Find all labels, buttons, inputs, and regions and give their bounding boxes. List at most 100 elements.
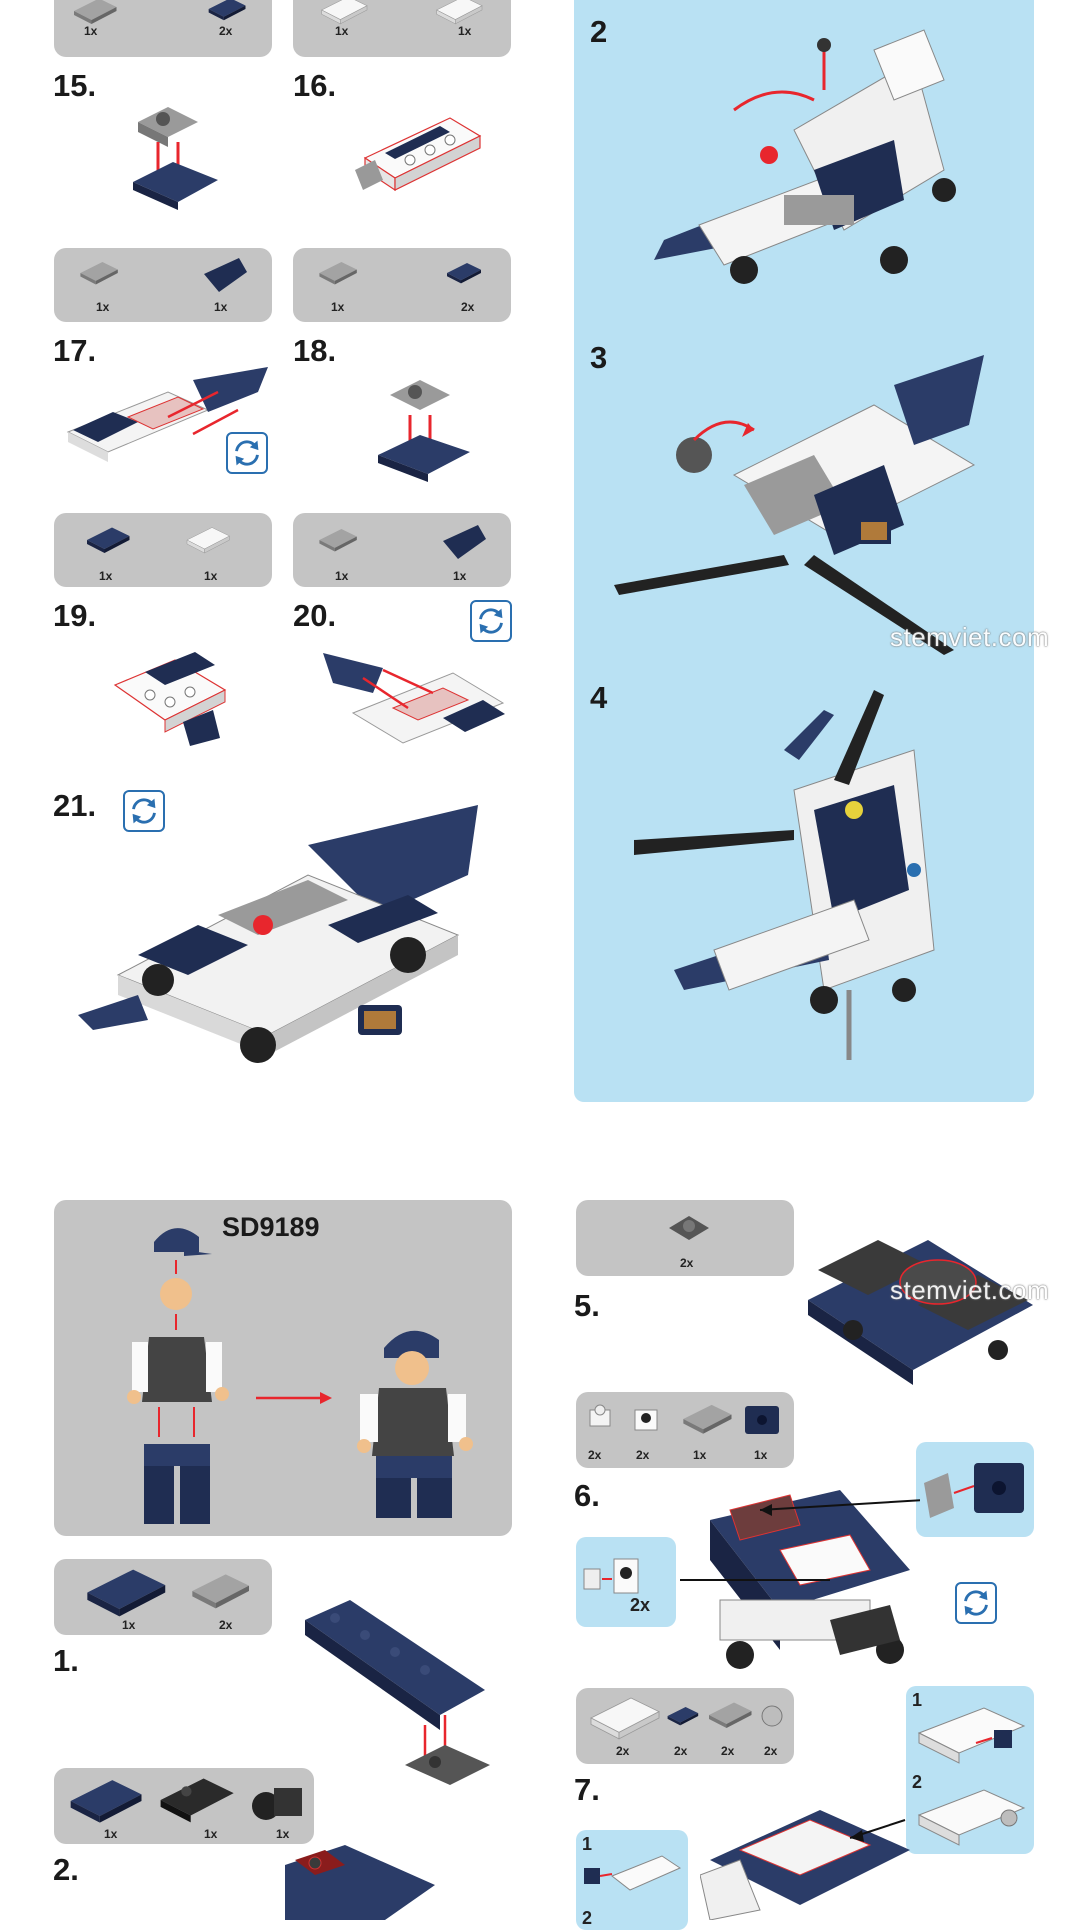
- parts-box-7: 2x 2x 2x 2x: [576, 1688, 794, 1764]
- rotate-icon: [226, 432, 268, 474]
- sub-assembly-6a: [916, 1442, 1034, 1537]
- transform-panel: 2 3 stemviet.com 4: [574, 0, 1049, 1102]
- step-number: 16.: [293, 68, 337, 103]
- step-number: 1.: [53, 1643, 79, 1678]
- minifig-box: SD9189: [54, 1200, 512, 1536]
- sub-assembly-7b: 1 2: [576, 1830, 688, 1930]
- qty-label: 1x: [104, 1827, 118, 1841]
- parts-box-20: 1x 1x: [293, 513, 511, 587]
- qty-label: 1x: [754, 1448, 768, 1462]
- step-number: 21.: [53, 788, 97, 823]
- step-number: 2: [590, 14, 608, 49]
- step-number: 20.: [293, 598, 337, 633]
- sub-step-label: 1: [912, 1690, 923, 1710]
- qty-label: 1x: [331, 300, 345, 314]
- step-number: 18.: [293, 333, 337, 368]
- qty-label: 2x: [461, 300, 475, 314]
- rotate-icon: [955, 1582, 997, 1624]
- step-6-illustration: [680, 1490, 920, 1669]
- qty-label: 1x: [214, 300, 228, 314]
- brick-icon: [62, 1776, 146, 1826]
- sub-assembly-illustration: [924, 1463, 1024, 1518]
- step-5-illustration: [808, 1240, 1033, 1385]
- step-number: 4: [590, 680, 608, 715]
- qty-label: 1x: [99, 569, 113, 583]
- brick-icon: [204, 0, 248, 22]
- brick-icon: [172, 525, 242, 555]
- brick-icon: [423, 0, 493, 26]
- sub-step-label: 2: [912, 1772, 923, 1792]
- brick-icon: [252, 1788, 302, 1820]
- step-number: 17.: [53, 333, 97, 368]
- step-21-illustration: [78, 805, 478, 1063]
- rotate-icon: [472, 602, 510, 640]
- step-15-illustration: [133, 107, 218, 210]
- step-number: 15.: [53, 68, 97, 103]
- sub-assembly-6b: 2x: [576, 1537, 676, 1627]
- brick-icon: [315, 525, 359, 555]
- wing-icon: [204, 258, 247, 292]
- qty-label: 1x: [122, 1618, 136, 1632]
- qty-label: 1x: [335, 24, 349, 38]
- parts-box-5: 2x: [576, 1200, 794, 1276]
- qty-label: 2x: [219, 1618, 233, 1632]
- rotate-icon: [123, 790, 165, 832]
- watermark: stemviet.com: [890, 622, 1050, 652]
- brick-icon: [72, 525, 142, 555]
- qty-label: 1x: [96, 300, 110, 314]
- brick-icon: [76, 258, 120, 288]
- qty-label: 2x: [616, 1744, 630, 1758]
- transform-step-2-illustration: [654, 29, 956, 284]
- sub-step-label: 1: [582, 1834, 593, 1854]
- step-19-illustration: [113, 652, 227, 746]
- parts-box-19: 1x 1x: [54, 513, 272, 587]
- sub-assembly-illustration: [917, 1707, 1026, 1764]
- qty-label: 1x: [84, 24, 98, 38]
- transform-step-4-illustration: [634, 690, 935, 1060]
- sub-assembly-illustration: [584, 1855, 682, 1891]
- brick-icon: [761, 1705, 783, 1727]
- parts-box-17: 1x 1x: [54, 248, 272, 322]
- brick-icon: [669, 1216, 709, 1240]
- qty-label: 2x: [680, 1256, 694, 1270]
- qty-label: 2x: [219, 24, 233, 38]
- brick-icon: [184, 1571, 254, 1611]
- parts-box-1: 1x 2x: [54, 1559, 272, 1635]
- brick-icon: [443, 260, 483, 286]
- qty-label: 1x: [276, 1827, 290, 1841]
- brick-icon: [315, 258, 359, 288]
- transform-step-3-illustration: [614, 355, 984, 655]
- sub-assembly-illustration: [583, 1558, 639, 1594]
- step-number: 2.: [53, 1852, 79, 1887]
- qty-label: 1x: [693, 1448, 707, 1462]
- parts-box-14a: 1x 2x: [54, 0, 272, 57]
- brick-icon: [64, 1565, 184, 1620]
- qty-label: 1x: [458, 24, 472, 38]
- qty-label: 2x: [674, 1744, 688, 1758]
- step-18-illustration: [378, 380, 470, 482]
- brick-icon: [745, 1406, 779, 1434]
- assembly-arrow: [256, 1392, 332, 1404]
- qty-label: 2x: [764, 1744, 778, 1758]
- step-20-illustration: [323, 653, 505, 744]
- qty-label: 1x: [204, 1827, 218, 1841]
- parts-box-18: 1x 2x: [293, 248, 511, 322]
- step-7-illustration: [700, 1810, 910, 1920]
- brick-icon: [589, 1404, 611, 1427]
- qty-label: 1x: [204, 569, 218, 583]
- step-1-illustration: [305, 1600, 490, 1785]
- brick-icon: [582, 1694, 664, 1742]
- qty-label: 2x: [721, 1744, 735, 1758]
- sub-assembly-illustration: [917, 1789, 1026, 1846]
- step-number: 7.: [574, 1772, 600, 1807]
- brick-icon: [664, 1704, 700, 1728]
- minifig-finished-illustration: [357, 1330, 473, 1518]
- minifig-assembly-illustration: [127, 1228, 229, 1524]
- qty-label: 2x: [636, 1448, 650, 1462]
- brick-icon: [160, 1778, 234, 1823]
- rotate-icon: [228, 434, 266, 472]
- parts-box-14b: 1x 1x: [293, 0, 511, 57]
- step-number: 19.: [53, 598, 97, 633]
- rotate-icon: [470, 600, 512, 642]
- parts-box-2: 1x 1x 1x: [54, 1768, 314, 1844]
